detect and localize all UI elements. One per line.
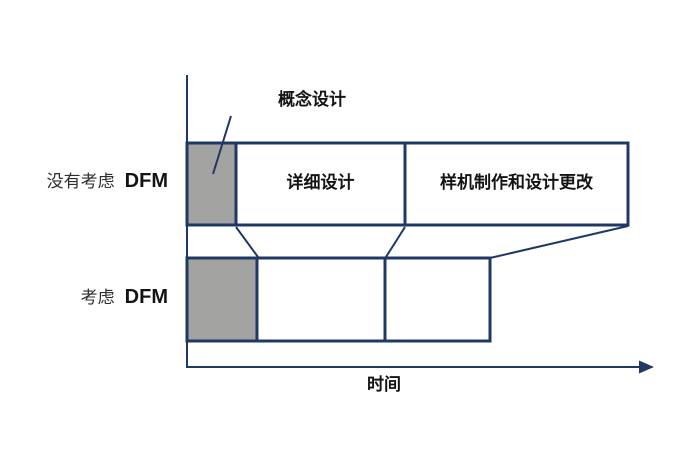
time-axis-label: 时间 (367, 375, 401, 394)
funnel-line-concept (235, 226, 259, 258)
phase-box-bottom-detailed-design (255, 256, 387, 343)
phase-box-bottom-prototype (383, 256, 492, 343)
phase-box-top-detailed-design (234, 141, 407, 227)
row-without-dfm-label-dfm: DFM (124, 170, 168, 192)
phase-box-bottom-concept (185, 256, 259, 343)
prototype-and-changes-label: 样机制作和设计更改 (440, 173, 593, 192)
phase-box-top-concept (185, 141, 238, 227)
row-with-dfm-label: 考虑 DFM (18, 285, 168, 309)
phase-box-top-prototype (403, 141, 630, 227)
row-without-dfm-label: 没有考虑 DFM (18, 169, 168, 193)
row-without-dfm-label-cn: 没有考虑 (46, 172, 115, 191)
row-with-dfm-label-cn: 考虑 (80, 288, 115, 307)
concept-design-annotation: 概念设计 (278, 90, 346, 109)
x-axis-arrowhead-icon (639, 360, 654, 374)
detailed-design-label: 详细设计 (286, 173, 355, 192)
row-with-dfm-label-dfm: DFM (124, 286, 168, 308)
funnel-line-detailed (385, 226, 406, 258)
funnel-line-prototype (489, 225, 629, 259)
annotation-leader-line (212, 115, 232, 175)
